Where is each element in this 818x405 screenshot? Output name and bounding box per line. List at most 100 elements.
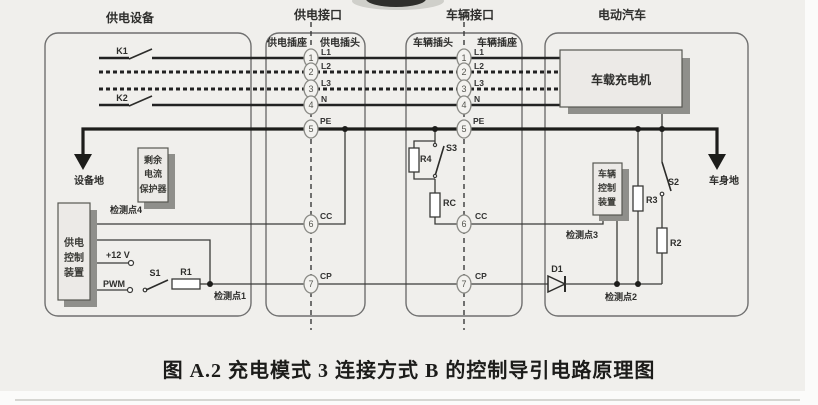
- vehicle-interface-title: 车辆接口: [446, 7, 494, 22]
- vehicle-ground-label: 车身地: [709, 174, 739, 187]
- supply-equipment-title: 供电设备: [105, 10, 155, 25]
- pin-vehicle-5: 5: [461, 124, 466, 134]
- wire-pe: [81, 127, 719, 156]
- wire-l1: [99, 48, 562, 60]
- wire-n: [99, 95, 562, 107]
- rcd-text-2: 电流: [144, 168, 162, 179]
- junction-detection-point-1: [207, 281, 213, 287]
- supply-interface-title: 供电接口: [293, 7, 342, 22]
- wire-label-cp-supply: CP: [320, 271, 332, 281]
- r2-label: R2: [670, 238, 682, 248]
- 12v-terminal: [127, 259, 135, 267]
- supply-socket-label: 供电插座: [266, 36, 307, 49]
- pin-supply-7: 7: [308, 279, 313, 289]
- r3-resistor: [632, 185, 644, 212]
- rcd-text-1: 剩余: [144, 154, 163, 165]
- junction-cp-r3: [635, 281, 641, 287]
- s2-label: S2: [668, 177, 679, 187]
- rcd-text-3: 保护器: [138, 183, 167, 194]
- pin-supply-5: 5: [308, 124, 313, 134]
- onboard-charger-label: 车载充电机: [591, 72, 651, 87]
- r4-label: R4: [420, 154, 432, 164]
- wire-label-l2-supply: L2: [321, 61, 331, 71]
- wire-label-cc-supply: CC: [320, 211, 332, 221]
- supply-plug-label: 供电插头: [319, 36, 360, 49]
- pin-supply-2: 2: [308, 67, 313, 77]
- r3-branch: [632, 129, 644, 284]
- pin-vehicle-3: 3: [461, 84, 466, 94]
- scan-artifact: [366, 0, 426, 7]
- 12v-label: +12 V: [106, 250, 130, 260]
- pin-supply-4: 4: [308, 100, 313, 110]
- supply-interface-box: [265, 32, 366, 317]
- detection-point-2-label: 检测点2: [605, 291, 637, 302]
- d1-label: D1: [551, 264, 563, 274]
- rc-label: RC: [443, 198, 456, 208]
- detection-point-3-label: 检测点3: [566, 229, 598, 240]
- supply-equipment-box: [44, 32, 252, 317]
- junction-detection-point-2: [614, 281, 620, 287]
- r1-resistor: [171, 278, 201, 290]
- detection-point-4-label: 检测点4: [110, 204, 142, 215]
- junction-pe-vehicle-plug: [432, 126, 438, 132]
- wire-label-n-supply: N: [321, 94, 327, 104]
- pin-vehicle-2: 2: [461, 67, 466, 77]
- r2-resistor: [656, 227, 668, 254]
- s1-switch: [142, 279, 169, 293]
- wire-label-l1-vehicle: L1: [474, 47, 484, 57]
- equipment-ground-arrow: [74, 154, 92, 170]
- onboard-charger-box: 车载充电机: [559, 49, 690, 114]
- vehicle-controller-box: 车辆 控制 装置: [592, 162, 629, 221]
- wire-label-pe-supply: PE: [320, 116, 332, 126]
- electric-vehicle-title: 电动汽车: [598, 7, 646, 22]
- r4-resistor: [408, 147, 420, 173]
- vehicle-controller-text-3: 装置: [597, 196, 616, 207]
- vehicle-plug-cc-network: [408, 129, 458, 225]
- page-bottom-margin: [0, 391, 818, 405]
- figure-caption: 图 A.2 充电模式 3 连接方式 B 的控制导引电路原理图: [163, 358, 656, 382]
- pin-supply-6: 6: [308, 219, 313, 229]
- k2-label: K2: [116, 93, 128, 103]
- wire-label-l1-supply: L1: [321, 47, 331, 57]
- r3-label: R3: [646, 195, 658, 205]
- supply-controller-text-2: 控制: [64, 251, 84, 264]
- vehicle-socket-label: 车辆插座: [477, 36, 517, 49]
- detection-point-1-label: 检测点1: [214, 290, 246, 301]
- k1-label: K1: [116, 46, 128, 56]
- s2-switch: [661, 161, 672, 192]
- electric-vehicle-box: [544, 32, 749, 317]
- supply-controller-text-3: 装置: [63, 266, 84, 279]
- pin-vehicle-1: 1: [461, 53, 466, 63]
- vehicle-interface-pins: 1 2 3 4 5 6 7: [456, 48, 472, 294]
- supply-controller-text-1: 供电: [63, 236, 84, 249]
- wire-label-l2-vehicle: L2: [474, 61, 484, 71]
- r1-label: R1: [180, 267, 192, 277]
- pwm-label: PWM: [103, 279, 125, 289]
- equipment-ground-label: 设备地: [74, 174, 104, 187]
- pwm-terminal: [126, 286, 134, 294]
- pin-vehicle-4: 4: [461, 100, 466, 110]
- supply-controller-box: 供电 控制 装置: [57, 202, 97, 307]
- wire-label-cc-vehicle: CC: [475, 211, 487, 221]
- pin-vehicle-6: 6: [461, 219, 466, 229]
- pin-supply-1: 1: [308, 53, 313, 63]
- supply-controller-sense-wire: [97, 239, 211, 284]
- wire-label-n-vehicle: N: [474, 94, 480, 104]
- s3-switch: [434, 145, 445, 177]
- vehicle-plug-label: 车辆插头: [413, 36, 453, 49]
- page-right-margin: [805, 0, 818, 405]
- junction-pe-r3: [635, 126, 641, 132]
- supply-plug-cc-pe-link: [316, 129, 346, 225]
- supply-interface-pins: 1 2 3 4 5 6 7: [303, 48, 319, 294]
- wire-label-l3-supply: L3: [321, 78, 331, 88]
- s2-r2-branch: [656, 106, 672, 284]
- junction-pe-supply-plug: [342, 126, 348, 132]
- vehicle-controller-text-2: 控制: [598, 182, 616, 193]
- wire-label-pe-vehicle: PE: [473, 116, 485, 126]
- s3-label: S3: [446, 143, 457, 153]
- vehicle-ground-arrow: [708, 154, 726, 170]
- junction-pe-s2: [659, 126, 665, 132]
- wire-label-cp-vehicle: CP: [475, 271, 487, 281]
